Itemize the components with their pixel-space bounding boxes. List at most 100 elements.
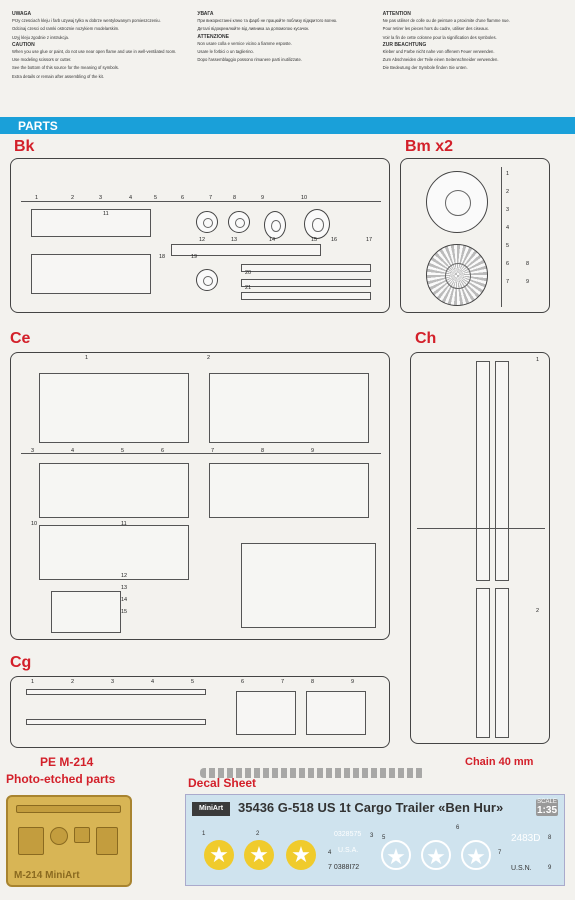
parts-section-title: PARTS — [18, 119, 58, 133]
decal-title: 35436 G-518 US 1t Cargo Trailer «Ben Hur… — [238, 800, 504, 815]
part-panel — [39, 373, 189, 443]
decal-number: 8 — [548, 835, 552, 841]
part-number: 8 — [261, 448, 265, 454]
part-panel — [209, 463, 369, 518]
caution-line: When you use glue or paint, do not use n… — [12, 49, 177, 55]
scale-word: SCALE — [537, 799, 557, 805]
sprue-runner — [21, 201, 381, 202]
pe-subtitle: Photo-etched parts — [6, 772, 116, 786]
caution-line: Non usare colla e vernice vicino a fiamm… — [197, 40, 292, 46]
part-number: 20 — [245, 270, 252, 276]
decal-heading: Decal Sheet — [188, 776, 257, 790]
decal-code: U.S.N. — [511, 865, 532, 872]
part-number: 3 — [31, 448, 35, 454]
part-number: 8 — [233, 195, 237, 201]
part-number: 1 — [35, 195, 39, 201]
part-number: 2 — [71, 679, 75, 685]
part-number: 1 — [506, 171, 510, 177]
caution-line: Деталі відокремлюйте від ливника за допо… — [197, 26, 310, 32]
star-decal: ★ — [381, 840, 411, 870]
wheel-part — [304, 209, 330, 239]
sprue-runner — [501, 167, 502, 307]
part-number: 12 — [121, 573, 128, 579]
caution-line: Use modeling scissors or cutter. — [12, 57, 72, 63]
part-number: 5 — [506, 243, 510, 249]
caution-line: Uzyj kleju zgodnie z instrukcja. — [12, 34, 70, 40]
part-number: 2 — [536, 608, 540, 614]
instructions-column-1: UWAGA Przy czesciach kleju i farb uzywaj… — [12, 11, 191, 110]
part-number: 13 — [231, 237, 238, 243]
part-number: 17 — [366, 237, 373, 243]
parts-section-bar: PARTS — [0, 117, 575, 134]
wheel-part — [228, 211, 250, 233]
decal-number: 2 — [256, 831, 260, 837]
part-number: 1 — [536, 357, 540, 363]
star-icon: ★ — [426, 844, 446, 869]
part-number: 4 — [129, 195, 133, 201]
decal-number: 9 — [548, 865, 552, 871]
part-number: 7 — [506, 279, 510, 285]
caution-line: Dopo l'assemblaggio possono rimanere par… — [197, 57, 302, 63]
part-number: 3 — [99, 195, 103, 201]
star-icon: ★ — [466, 844, 486, 869]
scale-value: 1:35 — [536, 805, 557, 816]
star-decal: ★ — [244, 840, 274, 870]
star-icon: ★ — [291, 842, 311, 867]
decal-number: 6 — [456, 825, 460, 831]
part-number: 1 — [85, 355, 89, 361]
pe-part — [18, 827, 44, 855]
part-panel — [31, 254, 151, 294]
sprue-ce-label: Ce — [10, 330, 31, 347]
caution-title: УВАГА — [197, 11, 214, 17]
caution-line: See the bottom of this source for the me… — [12, 65, 120, 71]
part-number: 9 — [311, 448, 315, 454]
part-number: 9 — [261, 195, 265, 201]
star-decal: ★ — [461, 840, 491, 870]
sprue-bm-label: Bm x2 — [405, 138, 454, 155]
part-panel — [236, 691, 296, 735]
part-panel — [39, 463, 189, 518]
part-number: 4 — [71, 448, 75, 454]
part-panel — [39, 525, 189, 580]
caution-line: Usare le forbici o un taglierino. — [197, 49, 254, 55]
part-number: 9 — [351, 679, 355, 685]
tire-part — [426, 171, 488, 233]
part-number: 6 — [506, 261, 510, 267]
part-slats — [495, 588, 509, 738]
star-icon: ★ — [209, 842, 229, 867]
caution-line: Kleber und Farbe nicht nahe von offenem … — [382, 49, 495, 55]
decal-number: 3 — [370, 833, 374, 839]
decal-sheet: MiniArt 35436 G-518 US 1t Cargo Trailer … — [185, 794, 565, 886]
part-number: 7 — [211, 448, 215, 454]
sprue-ch-label: Ch — [415, 330, 437, 347]
part-slats — [495, 361, 509, 581]
decal-code: 2483D — [511, 833, 541, 844]
pe-part — [16, 805, 121, 813]
star-icon: ★ — [386, 844, 406, 869]
chain-label: Chain 40 mm — [465, 756, 534, 768]
decal-code: U.S.A. — [338, 847, 359, 854]
part-number: 13 — [121, 585, 128, 591]
caution-title: UWAGA — [12, 11, 32, 17]
caution-line: Zum Abschneiden der Teile einen Seitensc… — [382, 57, 499, 63]
caution-line: Voir la fin de cette colonne pour la sig… — [382, 34, 497, 40]
part-number: 4 — [506, 225, 510, 231]
decal-number: 1 — [202, 831, 206, 837]
part-slats — [476, 588, 490, 738]
instructions-column-3: ATTENTION Ne pas utiliser de colle ou de… — [382, 11, 562, 110]
part-number: 3 — [111, 679, 115, 685]
star-decal: ★ — [286, 840, 316, 870]
sprue-runner — [417, 528, 545, 529]
caution-title: ATTENZIONE — [197, 33, 229, 40]
part-number: 19 — [191, 254, 198, 260]
brand-logo: MiniArt — [192, 802, 230, 816]
part-bar — [241, 264, 371, 272]
part-number: 21 — [245, 285, 252, 291]
part-number: 10 — [301, 195, 308, 201]
scale-badge: SCALE 1:35 — [536, 799, 558, 816]
caution-line: Przy czesciach kleju i farb uzywaj tylko… — [12, 18, 161, 24]
part-number: 15 — [311, 237, 318, 243]
part-bar — [241, 292, 371, 300]
part-number: 6 — [161, 448, 165, 454]
caution-line: Die Bedeutung der Symbole finden Sie unt… — [382, 65, 468, 71]
